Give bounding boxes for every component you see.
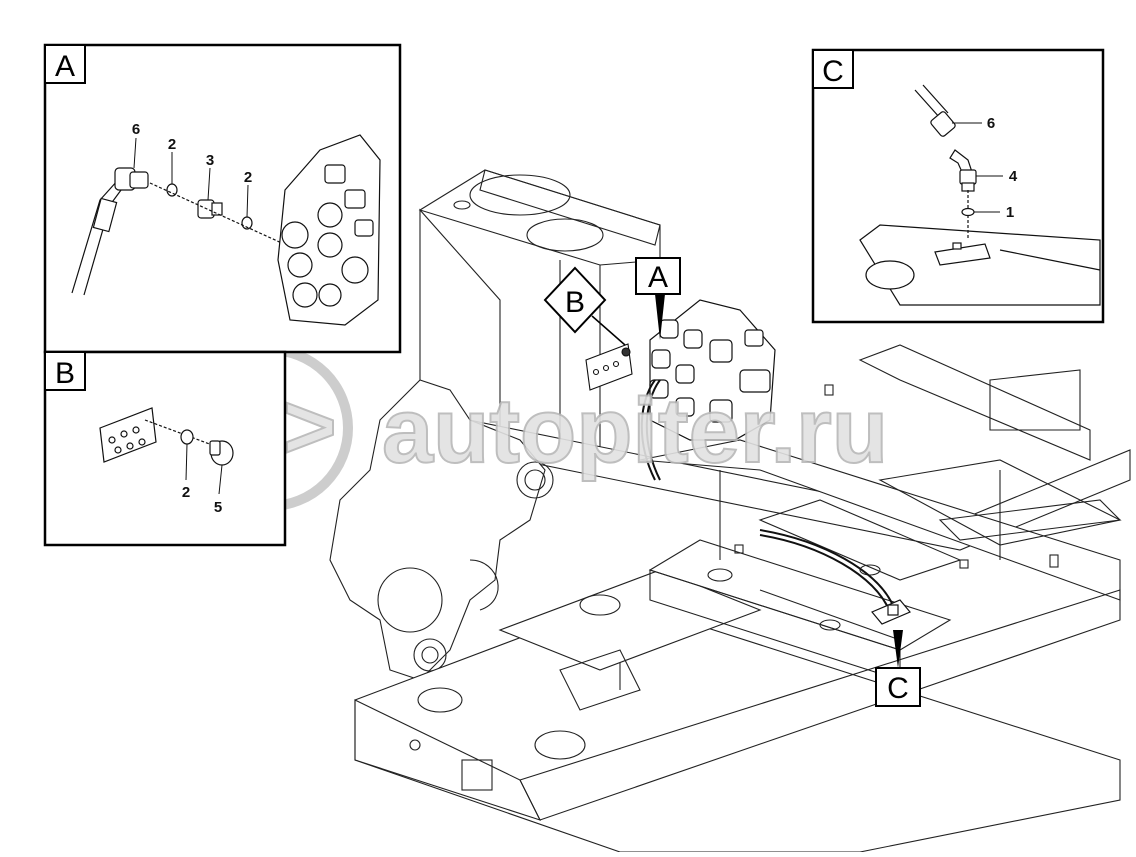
callout-c-4: 4: [1009, 168, 1018, 185]
marker-a: A: [635, 257, 681, 340]
view-b-callouts: [185, 443, 223, 495]
detail-view-b: B 2 5: [43, 350, 287, 547]
marker-b-label: B: [565, 286, 585, 319]
callout-a-2-second: 2: [244, 169, 252, 186]
detail-view-a: A: [43, 43, 402, 354]
marker-a-label: A: [648, 261, 668, 294]
marker-c: C: [875, 630, 921, 707]
callout-a-3: 3: [206, 152, 214, 169]
view-a-callouts: [133, 137, 249, 218]
view-c-drawing: [859, 84, 1101, 306]
view-c-label: C: [822, 55, 844, 88]
machine-frame-drawing: [329, 169, 1131, 853]
watermark-text: autopiter.ru: [382, 380, 888, 482]
callout-a-6: 6: [132, 121, 140, 138]
callout-b-2: 2: [182, 484, 190, 501]
control-valve-scene: [649, 299, 776, 441]
view-a-label: A: [55, 50, 75, 83]
marker-b: B: [543, 266, 626, 346]
watermark-arrow: >: [283, 376, 337, 478]
callout-c-1: 1: [1006, 204, 1014, 221]
view-a-drawing: [71, 134, 381, 326]
callout-b-5: 5: [214, 499, 222, 516]
fitting-at-c: [871, 599, 911, 625]
hydraulic-hose: [640, 379, 896, 613]
detail-view-c: C 6 4 1: [811, 48, 1105, 324]
view-b-drawing: [99, 407, 234, 466]
marker-c-label: C: [887, 672, 909, 705]
callout-a-2-first: 2: [168, 136, 176, 153]
view-c-callouts: [952, 122, 1003, 213]
callout-c-6: 6: [987, 115, 995, 132]
view-b-label: B: [55, 357, 75, 390]
plate-scene: [585, 343, 633, 391]
